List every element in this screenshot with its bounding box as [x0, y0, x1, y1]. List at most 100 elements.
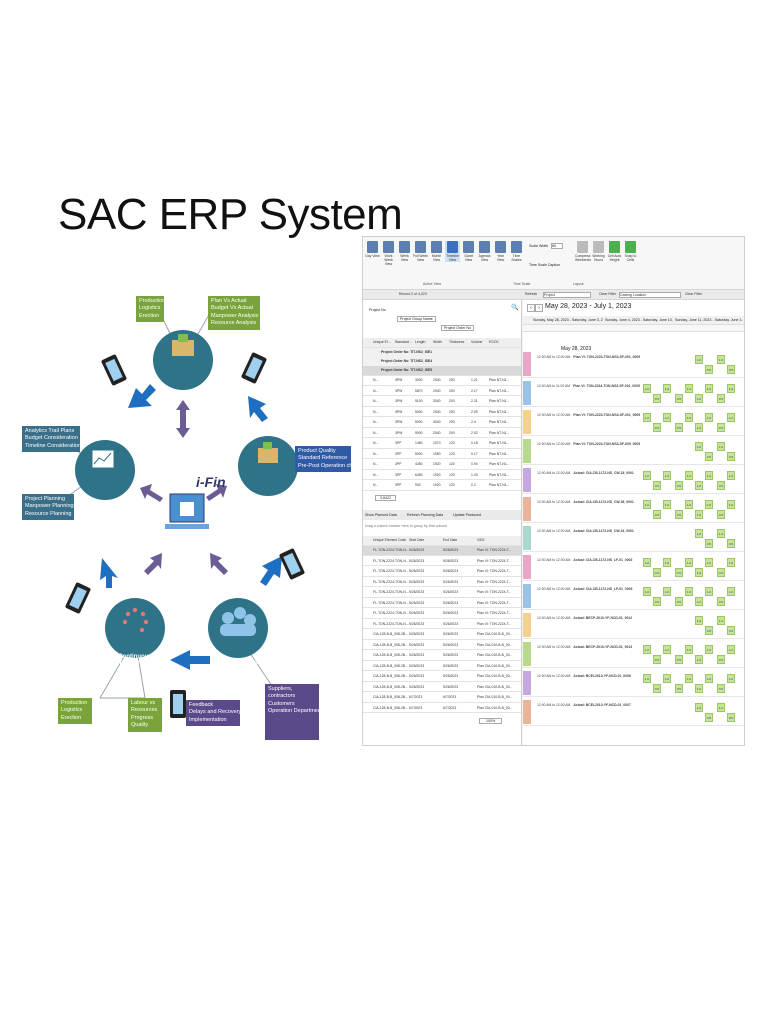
schedule-cell[interactable]: 1.0: [727, 645, 735, 654]
prev-button[interactable]: ‹: [527, 304, 535, 312]
schedule-cell[interactable]: 1.0: [727, 471, 735, 480]
schedule-cell[interactable]: 1.0: [727, 500, 735, 509]
schedule-cell[interactable]: 1.0: [695, 423, 703, 432]
schedule-cell[interactable]: 1.0: [695, 616, 703, 625]
schedule-cell[interactable]: 1.0: [643, 413, 651, 422]
resource-tab[interactable]: [523, 352, 531, 376]
schedule-cell[interactable]: 0.5: [653, 597, 661, 606]
resource-tab[interactable]: [523, 410, 531, 434]
ribbon-agenda[interactable]: Agenda View: [477, 241, 492, 262]
schedule-cell[interactable]: 0.5: [675, 394, 683, 403]
schedule-cell[interactable]: 0.5: [653, 510, 661, 519]
schedule-cell[interactable]: 1.0: [695, 394, 703, 403]
schedule-cell[interactable]: 1.0: [663, 674, 671, 683]
ribbon-working-hours[interactable]: Working Hours: [591, 241, 606, 262]
col-header[interactable]: Width: [433, 340, 442, 344]
schedule-cell[interactable]: 0.5: [675, 597, 683, 606]
ribbon-day-view[interactable]: Day View: [365, 241, 380, 258]
schedule-cell[interactable]: 0.5: [653, 423, 661, 432]
schedule-cell[interactable]: 0.5: [653, 684, 661, 693]
resource-tab[interactable]: [523, 671, 531, 695]
col-header[interactable]: GEG: [477, 538, 485, 542]
ribbon-snap-to-cells[interactable]: Snap to Cells: [623, 241, 638, 262]
resource-tab[interactable]: [523, 468, 531, 492]
resource-tab[interactable]: [523, 555, 531, 579]
schedule-cell[interactable]: 0.5: [727, 626, 735, 635]
schedule-cell[interactable]: 0.5: [727, 365, 735, 374]
ribbon-month[interactable]: Month View: [429, 241, 444, 262]
schedule-cell[interactable]: 1.0: [717, 529, 725, 538]
schedule-cell[interactable]: 1.0: [663, 558, 671, 567]
schedule-cell[interactable]: 0.5: [705, 626, 713, 635]
schedule-cell[interactable]: 1.0: [705, 587, 713, 596]
ribbon-full-week[interactable]: Full Week View: [413, 241, 428, 262]
schedule-cell[interactable]: 0.5: [717, 597, 725, 606]
group-box-project-order[interactable]: Project Order No: [441, 325, 474, 331]
schedule-cell[interactable]: 0.5: [717, 655, 725, 664]
resource-tab[interactable]: [523, 526, 531, 550]
col-header[interactable]: Unique El...: [373, 340, 391, 344]
resource-tab[interactable]: [523, 642, 531, 666]
schedule-cell[interactable]: 1.0: [643, 500, 651, 509]
schedule-cell[interactable]: 1.0: [663, 471, 671, 480]
schedule-cell[interactable]: 1.0: [663, 645, 671, 654]
schedule-cell[interactable]: 1.0: [695, 481, 703, 490]
schedule-cell[interactable]: 1.0: [685, 384, 693, 393]
schedule-cell[interactable]: 1.0: [643, 384, 651, 393]
schedule-cell[interactable]: 1.0: [685, 413, 693, 422]
schedule-cell[interactable]: 0.5: [717, 684, 725, 693]
time-scale-caption[interactable]: Time Scale Caption: [529, 263, 561, 267]
col-header[interactable]: Volume: [471, 340, 483, 344]
schedule-cell[interactable]: 1.0: [727, 587, 735, 596]
resource-tab[interactable]: [523, 584, 531, 608]
resource-tab[interactable]: [523, 613, 531, 637]
schedule-cell[interactable]: 0.5: [705, 365, 713, 374]
schedule-cell[interactable]: 0.5: [675, 684, 683, 693]
casting-location-select[interactable]: Casting Location: [619, 292, 681, 298]
schedule-cell[interactable]: 1.0: [727, 674, 735, 683]
schedule-cell[interactable]: 1.0: [685, 558, 693, 567]
ribbon-compress-weekends[interactable]: Compress Weekends: [575, 241, 591, 262]
col-header[interactable]: Unique Element Code: [373, 538, 407, 542]
schedule-cell[interactable]: 1.0: [695, 684, 703, 693]
project-select[interactable]: Project: [543, 292, 591, 298]
schedule-cell[interactable]: 1.0: [663, 413, 671, 422]
schedule-cell[interactable]: 1.0: [643, 645, 651, 654]
ribbon-time-scales[interactable]: Time Scales: [509, 241, 524, 262]
schedule-cell[interactable]: 0.5: [675, 655, 683, 664]
schedule-cell[interactable]: 0.5: [727, 539, 735, 548]
schedule-cell[interactable]: 1.0: [695, 442, 703, 451]
schedule-cell[interactable]: 0.5: [727, 452, 735, 461]
schedule-cell[interactable]: 0.5: [675, 423, 683, 432]
schedule-cell[interactable]: 1.0: [695, 355, 703, 364]
schedule-cell[interactable]: 1.0: [643, 558, 651, 567]
clear-filter-button-2[interactable]: Clear Filter: [685, 292, 703, 296]
schedule-cell[interactable]: 1.0: [717, 442, 725, 451]
